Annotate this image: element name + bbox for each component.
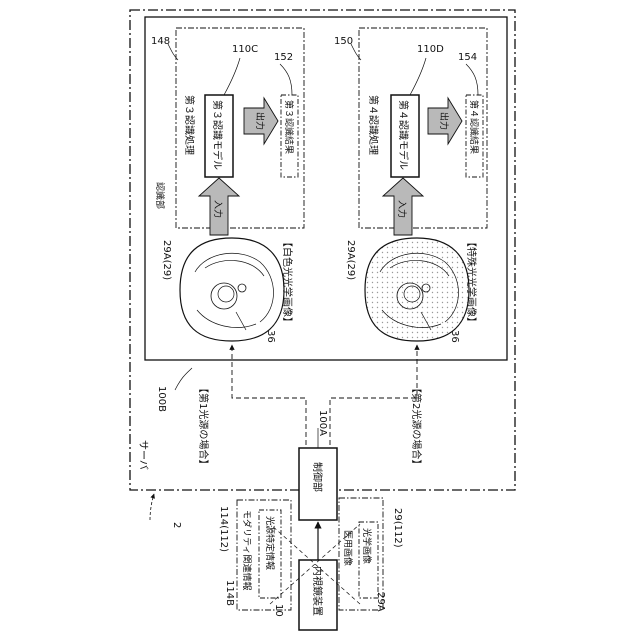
- processing-3-label: 第３認識処理: [183, 95, 196, 155]
- leader-154: [466, 64, 478, 95]
- model-3-label: 第３認識モデル: [211, 100, 224, 170]
- leader-100B: [175, 368, 192, 390]
- ref-154: 154: [458, 52, 477, 63]
- ref-152: 152: [274, 52, 293, 63]
- leader-110D: [410, 58, 426, 95]
- white-light-image: [180, 238, 284, 341]
- ref-150: 150: [334, 36, 353, 47]
- optical-image-label: 光学画像: [361, 528, 373, 564]
- system-ref: 2: [171, 522, 182, 528]
- endoscope-label: 内視鏡装置: [311, 566, 324, 616]
- server-label: サーバ: [137, 440, 149, 470]
- image-ref-lower: 29A(29): [345, 240, 356, 280]
- modality-ref: 114(112): [218, 506, 229, 552]
- case1-label: 【第1光源の場合】: [197, 383, 210, 469]
- special-light-image-label: 【特殊光光学画像】: [465, 237, 478, 327]
- ref-2-leader: [150, 494, 154, 520]
- control-ref: 100A: [317, 410, 328, 436]
- light-source-info-label: 光源特定情報: [264, 516, 276, 570]
- output-label-upper: 出力: [254, 112, 266, 130]
- image-ref-upper: 29A(29): [161, 240, 172, 280]
- lesion-ref-upper: 36: [265, 330, 276, 343]
- ref-110C: 110C: [232, 44, 258, 55]
- case2-label: 【第2光源の場合】: [410, 383, 423, 469]
- modality-info-label: モダリティ関連情報: [241, 510, 253, 590]
- ref-110D: 110D: [417, 44, 444, 55]
- optical-image-ref: 29A: [375, 592, 386, 612]
- light-source-ref: 114B: [224, 580, 235, 606]
- lesion-ref-lower: 36: [449, 330, 460, 343]
- leader-152: [280, 64, 292, 95]
- processing-4-label: 第４認識処理: [367, 95, 380, 155]
- input-label-lower: 入力: [396, 200, 408, 218]
- input-label-upper: 入力: [212, 200, 224, 218]
- medical-image-label: 医用画像: [342, 530, 354, 566]
- result-3-label: 第３認識結果: [283, 100, 295, 154]
- white-light-image-label: 【白色光光学画像】: [281, 237, 294, 327]
- server-ref: 100B: [156, 386, 167, 412]
- medical-image-ref: 29(112): [392, 508, 403, 548]
- leader-110C: [224, 58, 240, 95]
- recognition-unit-label: 認識部: [154, 182, 166, 209]
- result-4-label: 第４認識結果: [468, 100, 480, 154]
- special-light-image: [365, 238, 469, 341]
- ref-148: 148: [151, 36, 170, 47]
- output-label-lower: 出力: [438, 112, 450, 130]
- control-unit-label: 制御部: [311, 462, 324, 492]
- endoscope-ref: 10: [273, 604, 284, 617]
- model-4-label: 第４認識モデル: [397, 100, 410, 170]
